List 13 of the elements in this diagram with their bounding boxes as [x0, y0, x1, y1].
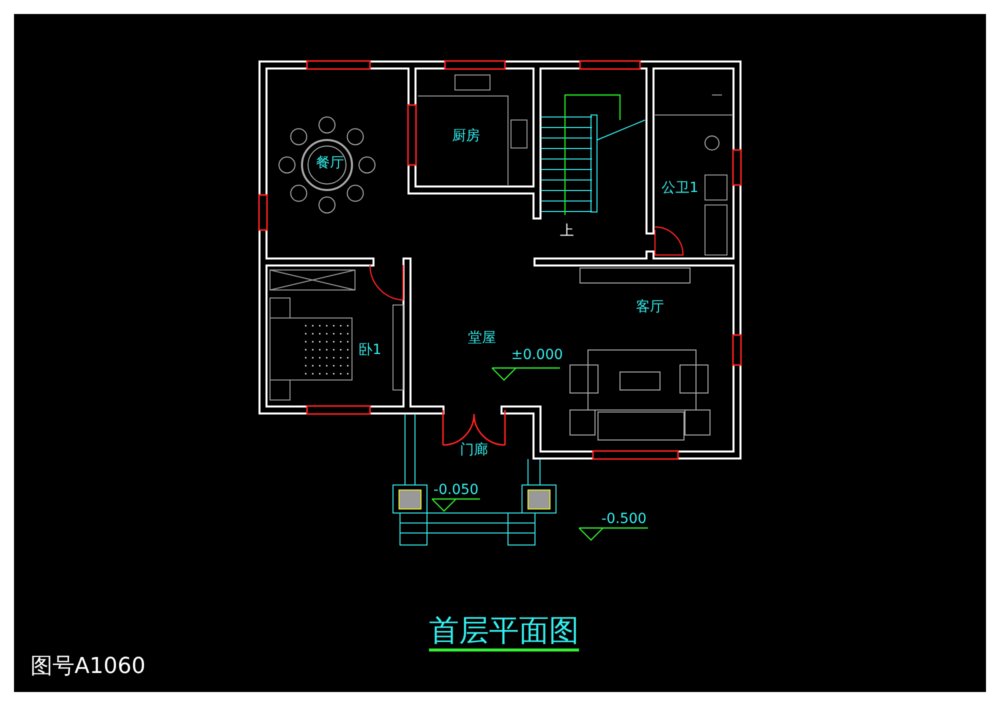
elevation-label: -0.050: [433, 483, 479, 497]
room-label: 门廊: [460, 443, 488, 457]
room-label: 厨房: [452, 129, 480, 143]
drawing-title: 首层平面图: [429, 616, 579, 652]
drawing-number: 图号A1060: [30, 656, 146, 678]
elevation-label: ±0.000: [511, 348, 563, 362]
elevation-label: -0.500: [601, 512, 647, 526]
room-label: 堂屋: [468, 331, 496, 345]
room-label: 客厅: [636, 300, 664, 314]
room-label: 公卫1: [662, 181, 698, 195]
room-label: 餐厅: [316, 156, 344, 170]
stair-label: 上: [560, 224, 574, 238]
room-label: 卧1: [358, 343, 382, 357]
